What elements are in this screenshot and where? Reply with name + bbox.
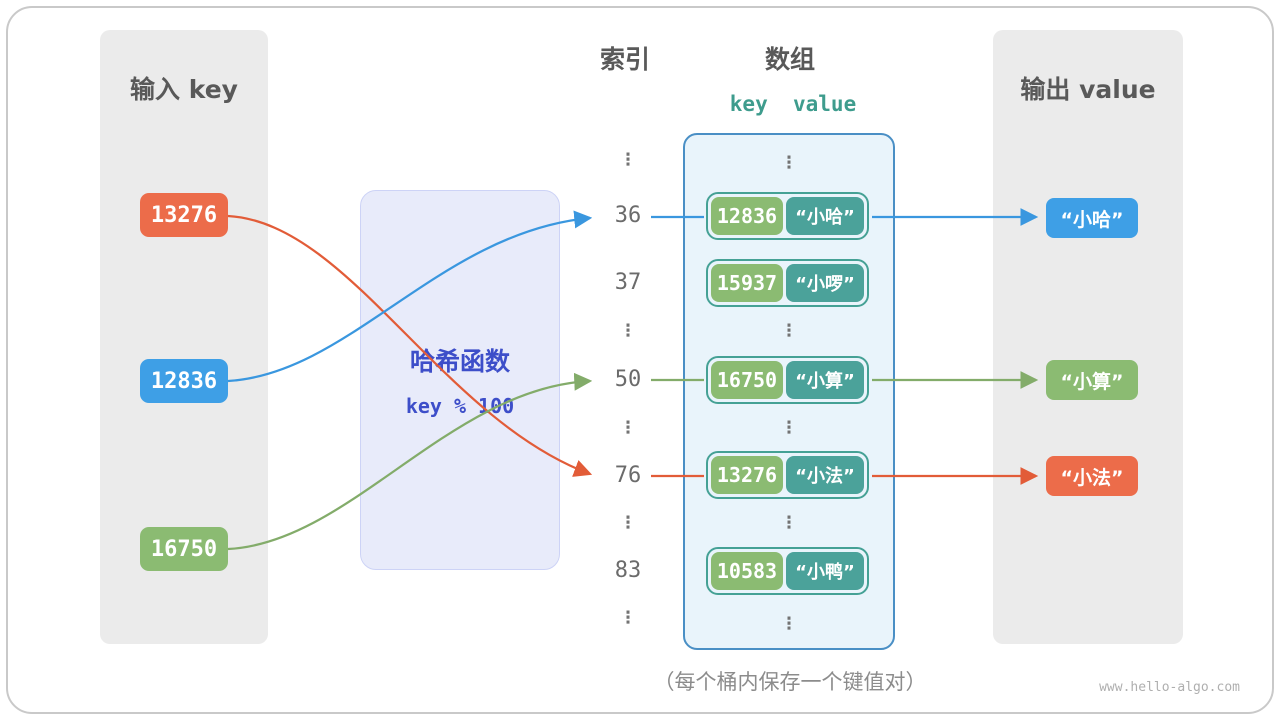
- pair-value: “小鸭”: [786, 552, 864, 590]
- pair-row-10583: 10583 “小鸭”: [706, 547, 869, 595]
- hash-function-title: 哈希函数: [409, 347, 510, 376]
- pair-key: 16750: [711, 361, 783, 399]
- pair-key: 12836: [711, 197, 783, 235]
- index-item-83: 83: [614, 558, 642, 583]
- pair-key: 13276: [711, 456, 783, 494]
- index-dots: ⋮: [619, 418, 637, 438]
- pair-row-13276: 13276 “小法”: [706, 451, 869, 499]
- index-dots: ⋮: [619, 321, 637, 341]
- pair-key: 10583: [711, 552, 783, 590]
- index-item-36: 36: [614, 203, 642, 228]
- bucket-dots: ⋮: [780, 418, 798, 438]
- index-item-76: 76: [614, 463, 642, 488]
- input-panel-title: 输入 key: [130, 75, 238, 104]
- index-item-37: 37: [614, 270, 642, 295]
- output-panel: 输出 value: [993, 30, 1183, 644]
- bucket-dots: ⋮: [780, 513, 798, 533]
- array-column-title: 数组: [764, 45, 815, 74]
- key-box-12836: 12836: [140, 359, 228, 403]
- output-panel-title: 输出 value: [1020, 75, 1156, 104]
- pair-row-15937: 15937 “小啰”: [706, 259, 869, 307]
- value-box-xiaoha: “小哈”: [1046, 198, 1138, 238]
- pair-value: “小法”: [786, 456, 864, 494]
- index-dots: ⋮: [619, 150, 637, 170]
- index-column-title: 索引: [599, 45, 650, 74]
- bucket-dots: ⋮: [780, 321, 798, 341]
- pair-value: “小啰”: [786, 264, 864, 302]
- index-dots: ⋮: [619, 513, 637, 533]
- pair-row-12836: 12836 “小哈”: [706, 192, 869, 240]
- pair-value: “小哈”: [786, 197, 864, 235]
- hash-function-box: 哈希函数 key % 100: [360, 190, 560, 570]
- value-box-xiaosuan: “小算”: [1046, 360, 1138, 400]
- bucket-caption: （每个桶内保存一个键值对）: [653, 670, 927, 694]
- index-item-50: 50: [614, 367, 642, 392]
- pair-key: 15937: [711, 264, 783, 302]
- index-dots: ⋮: [619, 608, 637, 628]
- key-box-16750: 16750: [140, 527, 228, 571]
- key-box-13276: 13276: [140, 193, 228, 237]
- key-value-header: key value: [729, 92, 857, 116]
- watermark: www.hello-algo.com: [1099, 680, 1240, 695]
- pair-row-16750: 16750 “小算”: [706, 356, 869, 404]
- value-box-xiaofa: “小法”: [1046, 456, 1138, 496]
- bucket-dots: ⋮: [780, 614, 798, 634]
- hash-function-formula: key % 100: [405, 394, 515, 418]
- bucket-dots: ⋮: [780, 153, 798, 173]
- pair-value: “小算”: [786, 361, 864, 399]
